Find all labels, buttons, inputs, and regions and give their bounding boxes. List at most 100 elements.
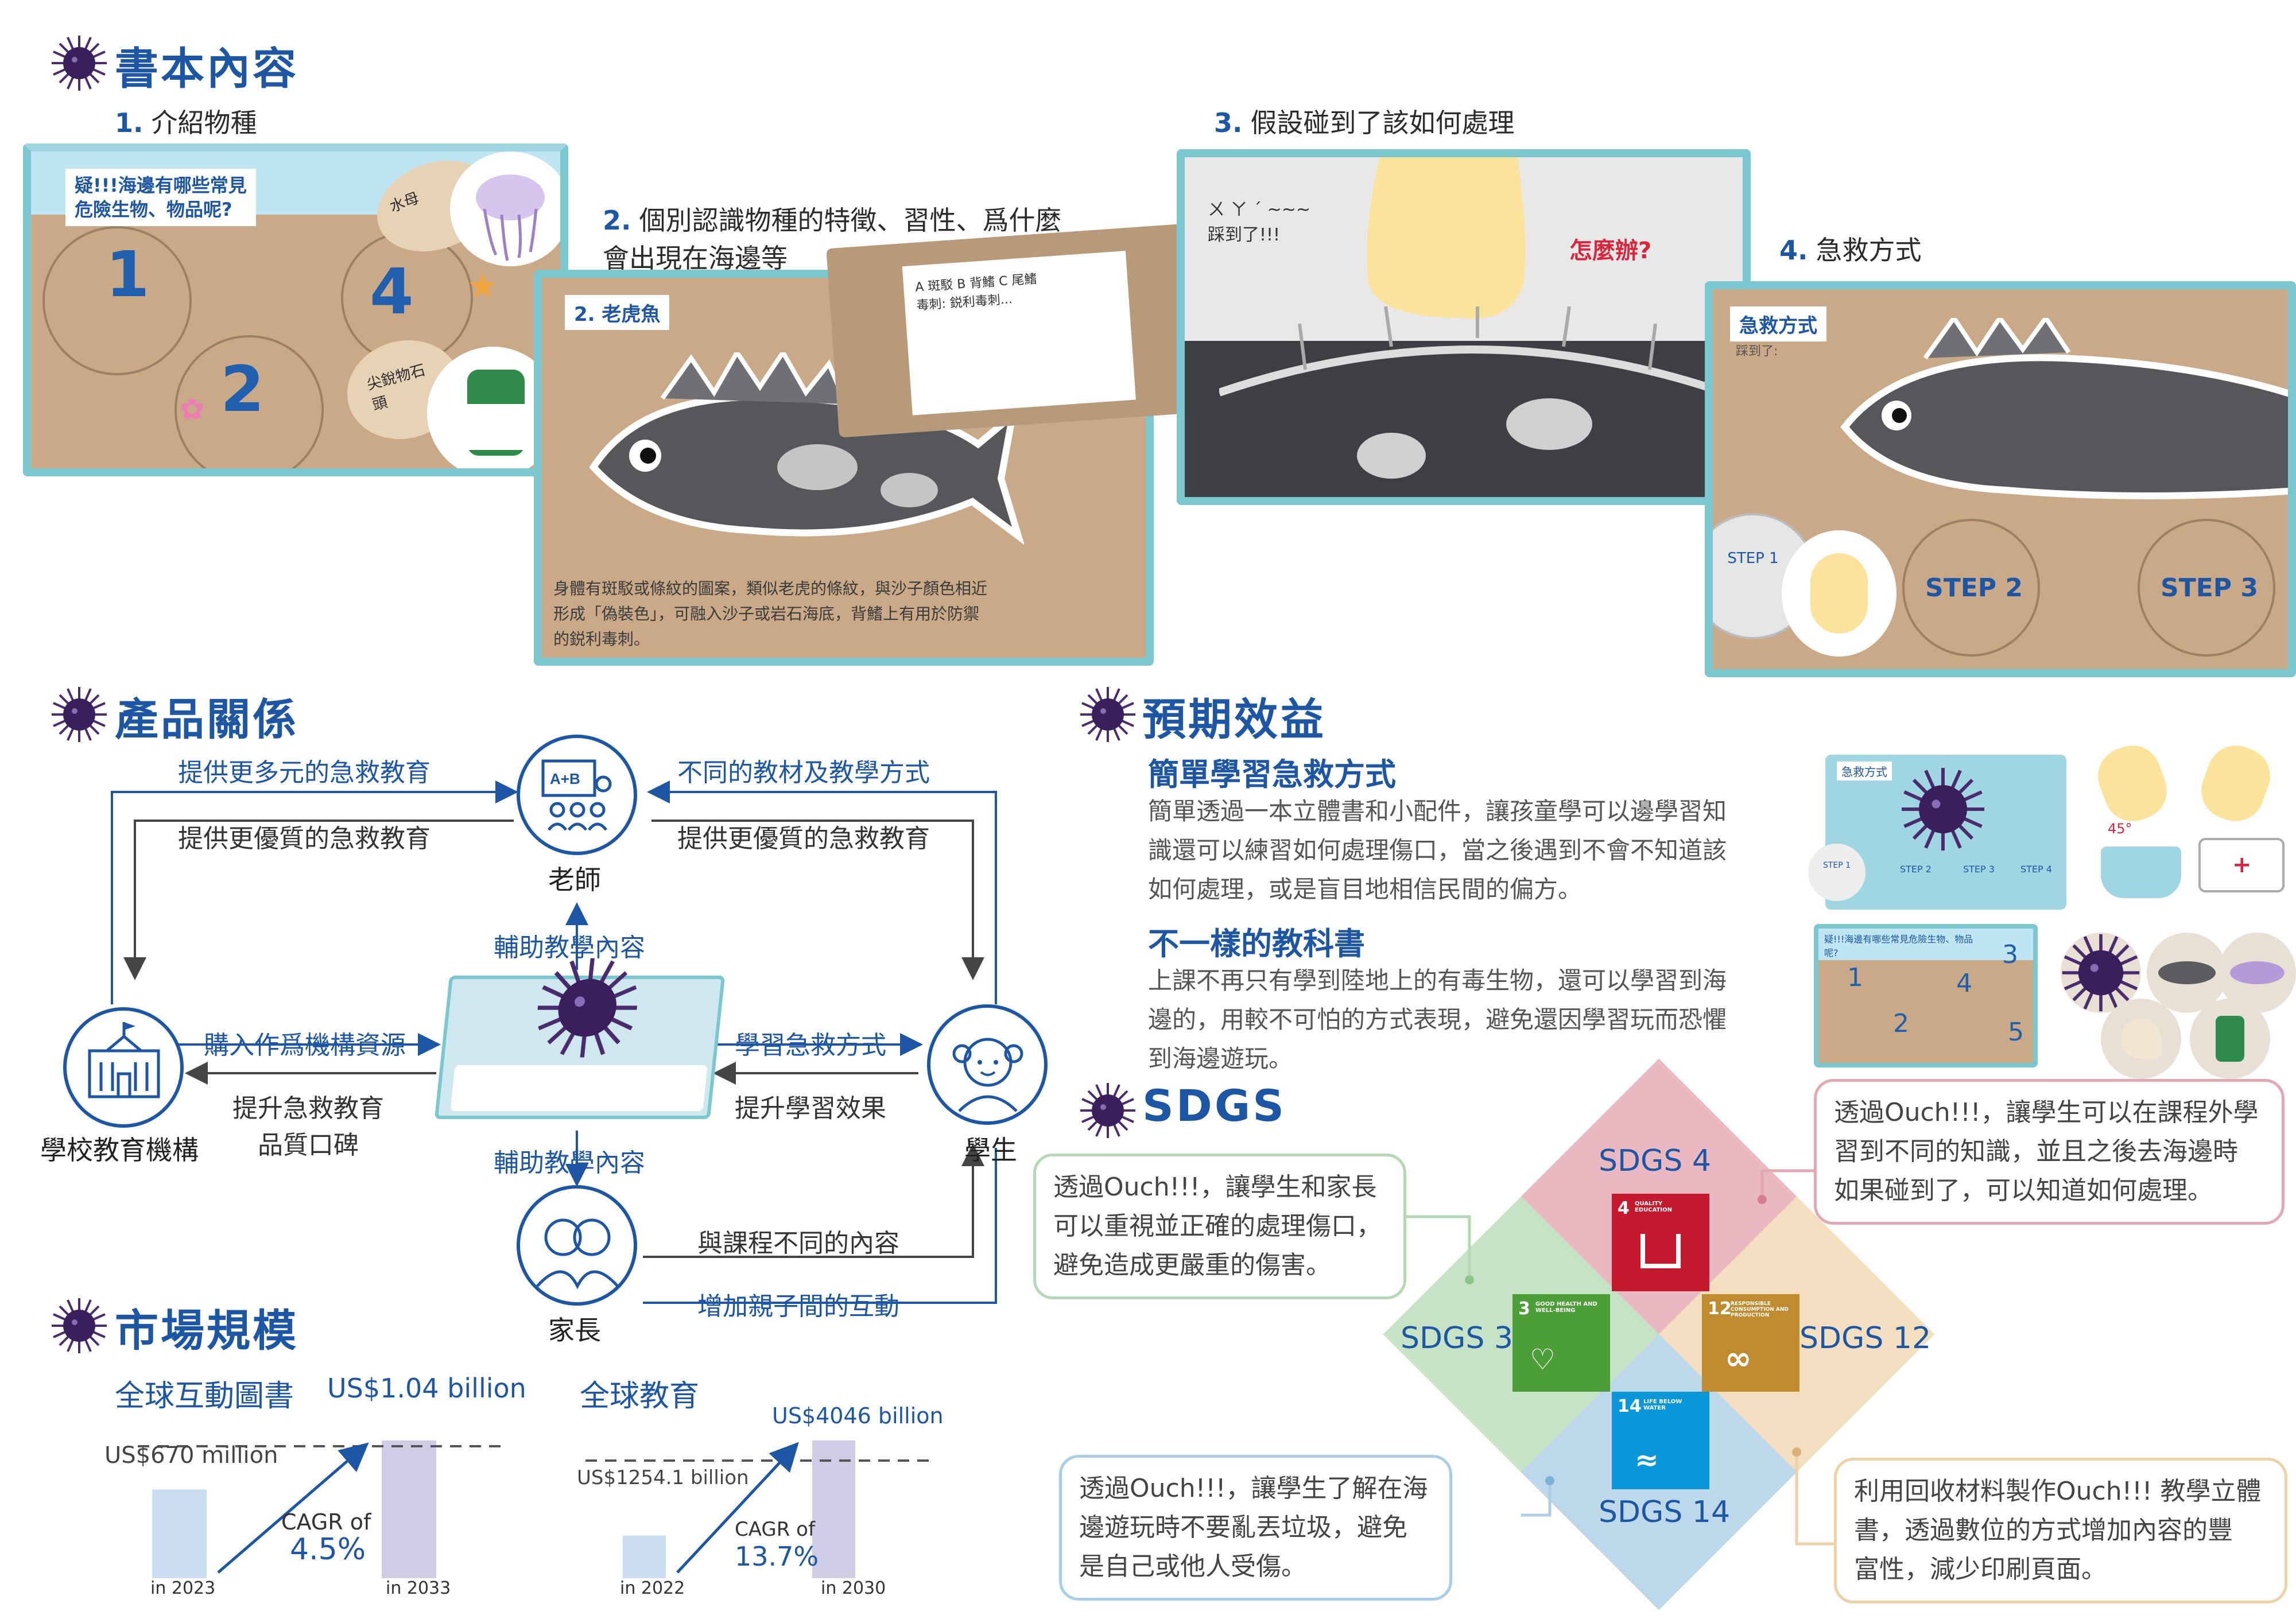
teacher-label: 老師: [548, 864, 601, 895]
assist-down-text: 輔助教學內容: [494, 1148, 645, 1178]
sdg4-callout: 透過Ouch!!!，讓學生可以在課程外學習到不同的知識，並且之後去海邊時如果碰到…: [1814, 1079, 2285, 1225]
m2-end: US$4046 billion: [772, 1403, 944, 1428]
spot: [1506, 398, 1592, 450]
step-2-label: 2.個別認識物種的特徵、習性、爲什麼會出現在海邊等: [603, 205, 1062, 274]
step-4-label: 4.急救方式: [1779, 235, 1922, 266]
relation-arrows: [111, 781, 997, 1304]
fin-spikes: [1219, 306, 1724, 397]
thumb2-n3: 3: [2002, 940, 2018, 969]
parent-bottom-text: 增加親子間的互動: [697, 1292, 899, 1321]
book-panel-first-aid: 急救方式 踩到了: STEP 1 STEP 2 STEP 3: [1705, 281, 2296, 677]
section-title-book: 書本內容: [115, 43, 298, 94]
parent-node[interactable]: [517, 1185, 637, 1306]
benefit-text-2: 上課不再只有學到陸地上的有毒生物，還可以學習到海邊的，用較不可怕的方式表現，避免…: [1148, 966, 1727, 1073]
parent-top-text: 與課程不同的內容: [697, 1229, 899, 1258]
urchin-token: [2061, 933, 2141, 1013]
m2-start: US$1254.1 billion: [577, 1466, 749, 1489]
teacher-to-school: 提供更優質的急救教育: [178, 824, 430, 853]
starfish-icon: ★: [467, 266, 498, 306]
shell-token: [2101, 999, 2181, 1079]
school-out-text: 提升急救教育品質口碑: [232, 1094, 384, 1160]
teacher-node[interactable]: A+B: [517, 735, 637, 855]
sdgs-connector-lines: [1406, 1169, 1837, 1546]
sdg3-label: SDGS 3: [1401, 1321, 1513, 1356]
water-bowl: [2101, 847, 2181, 898]
what-to-do-text: 怎麼辦?: [1569, 238, 1652, 264]
school-label: 學校教育機構: [40, 1135, 199, 1166]
growth-arrow-1: [217, 1442, 369, 1574]
foot-prop-1: [2090, 737, 2175, 829]
flip-card[interactable]: A 斑駁 B 背鰭 C 尾鰭毒刺: 鋭利毒刺...: [826, 222, 1217, 438]
flip-card-content: A 斑駁 B 背鰭 C 尾鰭毒刺: 鋭利毒刺...: [902, 251, 1136, 416]
section-title-relation: 產品關係: [115, 694, 298, 745]
step-3-label: STEP 3: [2161, 573, 2258, 603]
step-1-label: 1.介紹物種: [115, 107, 257, 138]
spot: [1357, 433, 1426, 479]
thumb-title: 急救方式: [1837, 762, 1892, 781]
urchin-icon: [1900, 766, 1986, 852]
shell-icon: ✿: [180, 393, 204, 426]
market-charts: [138, 1440, 930, 1578]
urchin-icon: [1079, 686, 1137, 743]
school-to-teacher-top: 提供更多元的急救教育: [178, 758, 430, 787]
first-aid-title: 急救方式: [1730, 306, 1826, 341]
foot-prop-2: [2193, 737, 2278, 829]
benefit-text-1: 簡單透過一本立體書和小配件，讓孩童學可以邊學習知識還可以練習如何處理傷口，當之後…: [1148, 797, 1727, 903]
market-bar-2-1: [623, 1535, 666, 1578]
benefit-heading-2: 不一樣的教科書: [1148, 926, 1365, 962]
step-2-label: STEP 2: [1925, 573, 2023, 603]
book-panel-what-if: ㄨ ㄚ ˊ ~~~踩到了!!! 怎麼辦?: [1177, 149, 1751, 505]
assist-up-text: 輔助教學內容: [494, 933, 645, 962]
urchin-icon: [530, 956, 645, 1059]
thumb2-n4: 4: [1956, 969, 1972, 998]
market-1-title: 全球互動圖書: [115, 1379, 294, 1414]
student-node[interactable]: [927, 1004, 1048, 1125]
sdg12-callout: 利用回收材料製作Ouch!!! 教學立體書，透過數位的方式增加內容的豐富性，減少…: [1834, 1458, 2287, 1603]
sdg4-label: SDGS 4: [1599, 1144, 1711, 1178]
growth-arrow-2: [676, 1442, 799, 1574]
m2-cagr-label: CAGR of: [735, 1518, 815, 1541]
foot-illustration: [1367, 157, 1526, 319]
species-caption: 身體有斑駁或條紋的圖案，類似老虎的條紋，與沙子顏色相近形成「偽裝色」，可融入沙子…: [553, 579, 988, 649]
parent-label: 家長: [548, 1315, 601, 1346]
slot-circle: [42, 226, 192, 375]
teacher-board-text: A+B: [550, 770, 580, 787]
section-title-benefit: 預期效益: [1142, 694, 1326, 745]
degree-label: 45°: [2108, 821, 2132, 837]
jellyfish-image: [450, 152, 560, 266]
number-1: 1: [106, 238, 150, 311]
m1-start: US$670 million: [104, 1442, 278, 1469]
question-card: 疑!!!海邊有哪些常見危險生物、物品呢?: [65, 169, 256, 226]
ouch-text: ㄨ ㄚ ˊ ~~~踩到了!!!: [1208, 200, 1311, 245]
step-strip: [450, 1065, 708, 1111]
market-bar-2-2: [812, 1440, 855, 1578]
fish-token: [2147, 933, 2227, 1013]
species-title: 2. 老虎魚: [565, 295, 670, 330]
school-node[interactable]: [63, 1007, 184, 1128]
thumb2-question: 疑!!!海邊有哪些常見危險生物、物品呢?: [1824, 934, 1973, 958]
m2-year2: in 2030: [821, 1578, 886, 1598]
section-title-market: 市場規模: [115, 1305, 298, 1356]
sdg14-callout: 透過Ouch!!!，讓學生了解在海邊遊玩時不要亂丟垃圾，避免是自己或他人受傷。: [1059, 1455, 1452, 1601]
book-panel-species-intro: 疑!!!海邊有哪些常見危險生物、物品呢? 1 2 4 水母 ★ ✿ 尖銳物石頭: [23, 143, 568, 476]
tiger-fish-popup: [1840, 318, 2288, 499]
m2-year1: in 2022: [620, 1578, 685, 1598]
first-aid-sub: 踩到了:: [1736, 344, 1778, 359]
m1-year2: in 2033: [386, 1578, 451, 1598]
urchin-icon: [1079, 1082, 1137, 1139]
thumb-step4: STEP 4: [2020, 864, 2052, 875]
thumb-step2: STEP 2: [1900, 864, 1932, 875]
market-2-title: 全球教育: [580, 1379, 700, 1414]
market-bar-1-2: [382, 1440, 436, 1578]
step-2-slot: [1902, 519, 2040, 657]
number-2: 2: [220, 352, 265, 426]
urchin-icon: [51, 1297, 108, 1354]
student-in-text: 學習急救方式: [735, 1031, 886, 1060]
student-to-teacher-top: 不同的教材及教學方式: [677, 758, 930, 787]
step-3-label: 3.假設碰到了該如何處理: [1214, 107, 1515, 138]
slot-circle: [174, 335, 324, 468]
